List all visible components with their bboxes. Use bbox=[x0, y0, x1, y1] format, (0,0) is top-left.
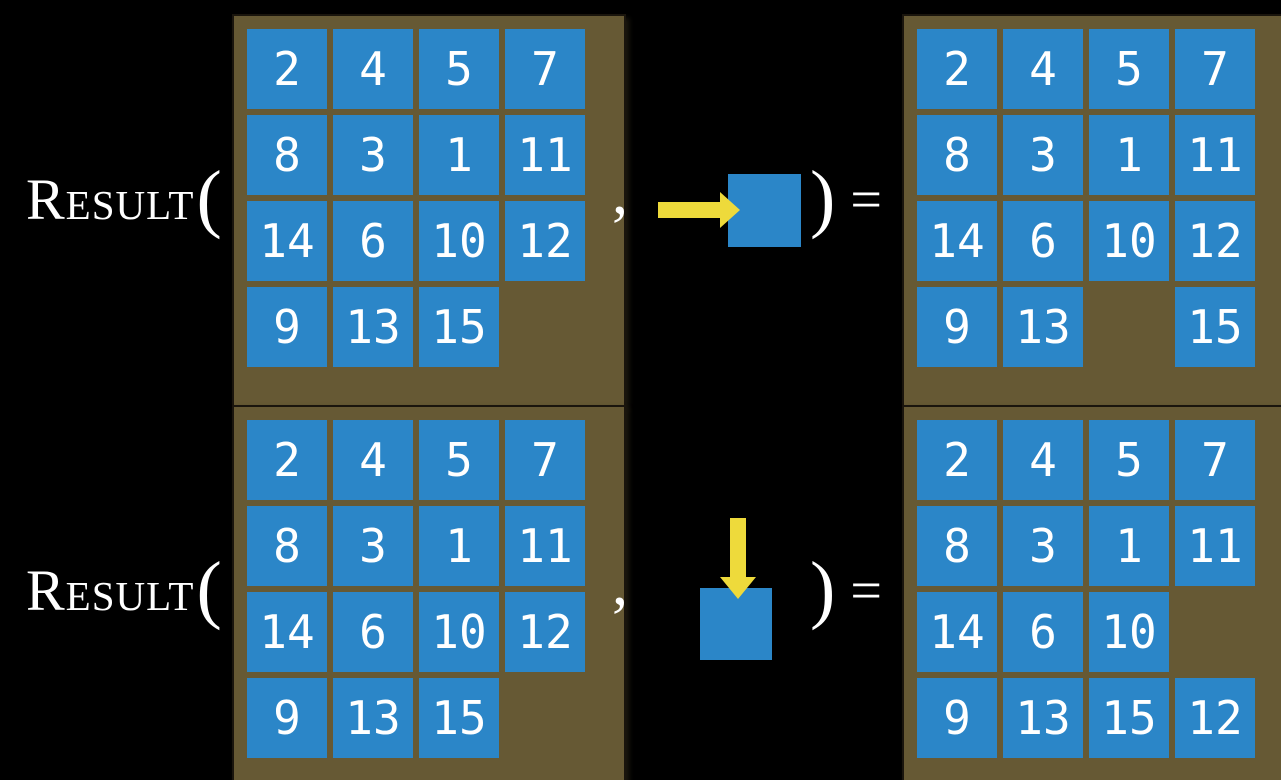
empty-cell bbox=[1175, 592, 1255, 672]
empty-cell bbox=[505, 678, 585, 758]
tile-6: 6 bbox=[1003, 201, 1083, 281]
tile-2: 2 bbox=[917, 29, 997, 109]
tile-7: 7 bbox=[1175, 29, 1255, 109]
tile-12: 12 bbox=[505, 201, 585, 281]
tile-2: 2 bbox=[247, 29, 327, 109]
tile-6: 6 bbox=[1003, 592, 1083, 672]
tile-6: 6 bbox=[333, 592, 413, 672]
tile-10: 10 bbox=[419, 592, 499, 672]
tile-12: 12 bbox=[505, 592, 585, 672]
tile-1: 1 bbox=[1089, 115, 1169, 195]
tile-2: 2 bbox=[917, 420, 997, 500]
tile-3: 3 bbox=[333, 115, 413, 195]
arrow-right-head-icon bbox=[720, 192, 740, 228]
tile-9: 9 bbox=[247, 287, 327, 367]
tile-15: 15 bbox=[1175, 287, 1255, 367]
comma-separator: , bbox=[612, 156, 628, 227]
tile-13: 13 bbox=[1003, 287, 1083, 367]
blank-tile-square bbox=[700, 588, 772, 660]
tile-8: 8 bbox=[247, 506, 327, 586]
tile-8: 8 bbox=[247, 115, 327, 195]
tile-10: 10 bbox=[1089, 201, 1169, 281]
tile-9: 9 bbox=[917, 678, 997, 758]
tile-6: 6 bbox=[333, 201, 413, 281]
tile-9: 9 bbox=[917, 287, 997, 367]
tile-5: 5 bbox=[1089, 29, 1169, 109]
tile-7: 7 bbox=[505, 29, 585, 109]
close-paren: ) bbox=[810, 156, 836, 240]
tile-3: 3 bbox=[333, 506, 413, 586]
tile-1: 1 bbox=[1089, 506, 1169, 586]
tile-11: 11 bbox=[505, 115, 585, 195]
arrow-right-icon bbox=[658, 202, 722, 218]
tile-5: 5 bbox=[1089, 420, 1169, 500]
tile-5: 5 bbox=[419, 29, 499, 109]
tile-14: 14 bbox=[917, 201, 997, 281]
tile-12: 12 bbox=[1175, 678, 1255, 758]
blank-tile-square bbox=[728, 174, 801, 247]
tile-11: 11 bbox=[1175, 506, 1255, 586]
arrow-down-head-icon bbox=[720, 577, 756, 599]
tile-3: 3 bbox=[1003, 115, 1083, 195]
tile-1: 1 bbox=[419, 115, 499, 195]
tile-4: 4 bbox=[1003, 29, 1083, 109]
empty-cell bbox=[505, 287, 585, 367]
tile-12: 12 bbox=[1175, 201, 1255, 281]
result-function-label: Result ( bbox=[26, 551, 222, 631]
tile-9: 9 bbox=[247, 678, 327, 758]
close-paren: ) bbox=[810, 547, 836, 631]
tile-14: 14 bbox=[917, 592, 997, 672]
open-paren: ( bbox=[196, 547, 222, 631]
tile-4: 4 bbox=[333, 420, 413, 500]
tile-3: 3 bbox=[1003, 506, 1083, 586]
tile-13: 13 bbox=[333, 678, 413, 758]
tile-13: 13 bbox=[1003, 678, 1083, 758]
tile-7: 7 bbox=[1175, 420, 1255, 500]
tile-1: 1 bbox=[419, 506, 499, 586]
equals-sign: = bbox=[850, 560, 882, 622]
tile-14: 14 bbox=[247, 592, 327, 672]
result-function-label: Result ( bbox=[26, 160, 222, 240]
close-paren-equals-label: ) = bbox=[810, 551, 882, 631]
equals-sign: = bbox=[850, 169, 882, 231]
tile-8: 8 bbox=[917, 506, 997, 586]
empty-cell bbox=[1089, 287, 1169, 367]
tile-15: 15 bbox=[1089, 678, 1169, 758]
open-paren: ( bbox=[196, 156, 222, 240]
comma-separator: , bbox=[612, 547, 628, 618]
tile-4: 4 bbox=[333, 29, 413, 109]
tile-15: 15 bbox=[419, 287, 499, 367]
tile-8: 8 bbox=[917, 115, 997, 195]
arrow-down-icon bbox=[730, 518, 746, 579]
tile-13: 13 bbox=[333, 287, 413, 367]
tile-11: 11 bbox=[1175, 115, 1255, 195]
tile-11: 11 bbox=[505, 506, 585, 586]
close-paren-equals-label: ) = bbox=[810, 160, 882, 240]
tile-5: 5 bbox=[419, 420, 499, 500]
result-function-name: Result bbox=[26, 167, 195, 232]
tile-4: 4 bbox=[1003, 420, 1083, 500]
result-function-name: Result bbox=[26, 558, 195, 623]
tile-2: 2 bbox=[247, 420, 327, 500]
tile-7: 7 bbox=[505, 420, 585, 500]
tile-14: 14 bbox=[247, 201, 327, 281]
tile-10: 10 bbox=[1089, 592, 1169, 672]
tile-10: 10 bbox=[419, 201, 499, 281]
tile-15: 15 bbox=[419, 678, 499, 758]
